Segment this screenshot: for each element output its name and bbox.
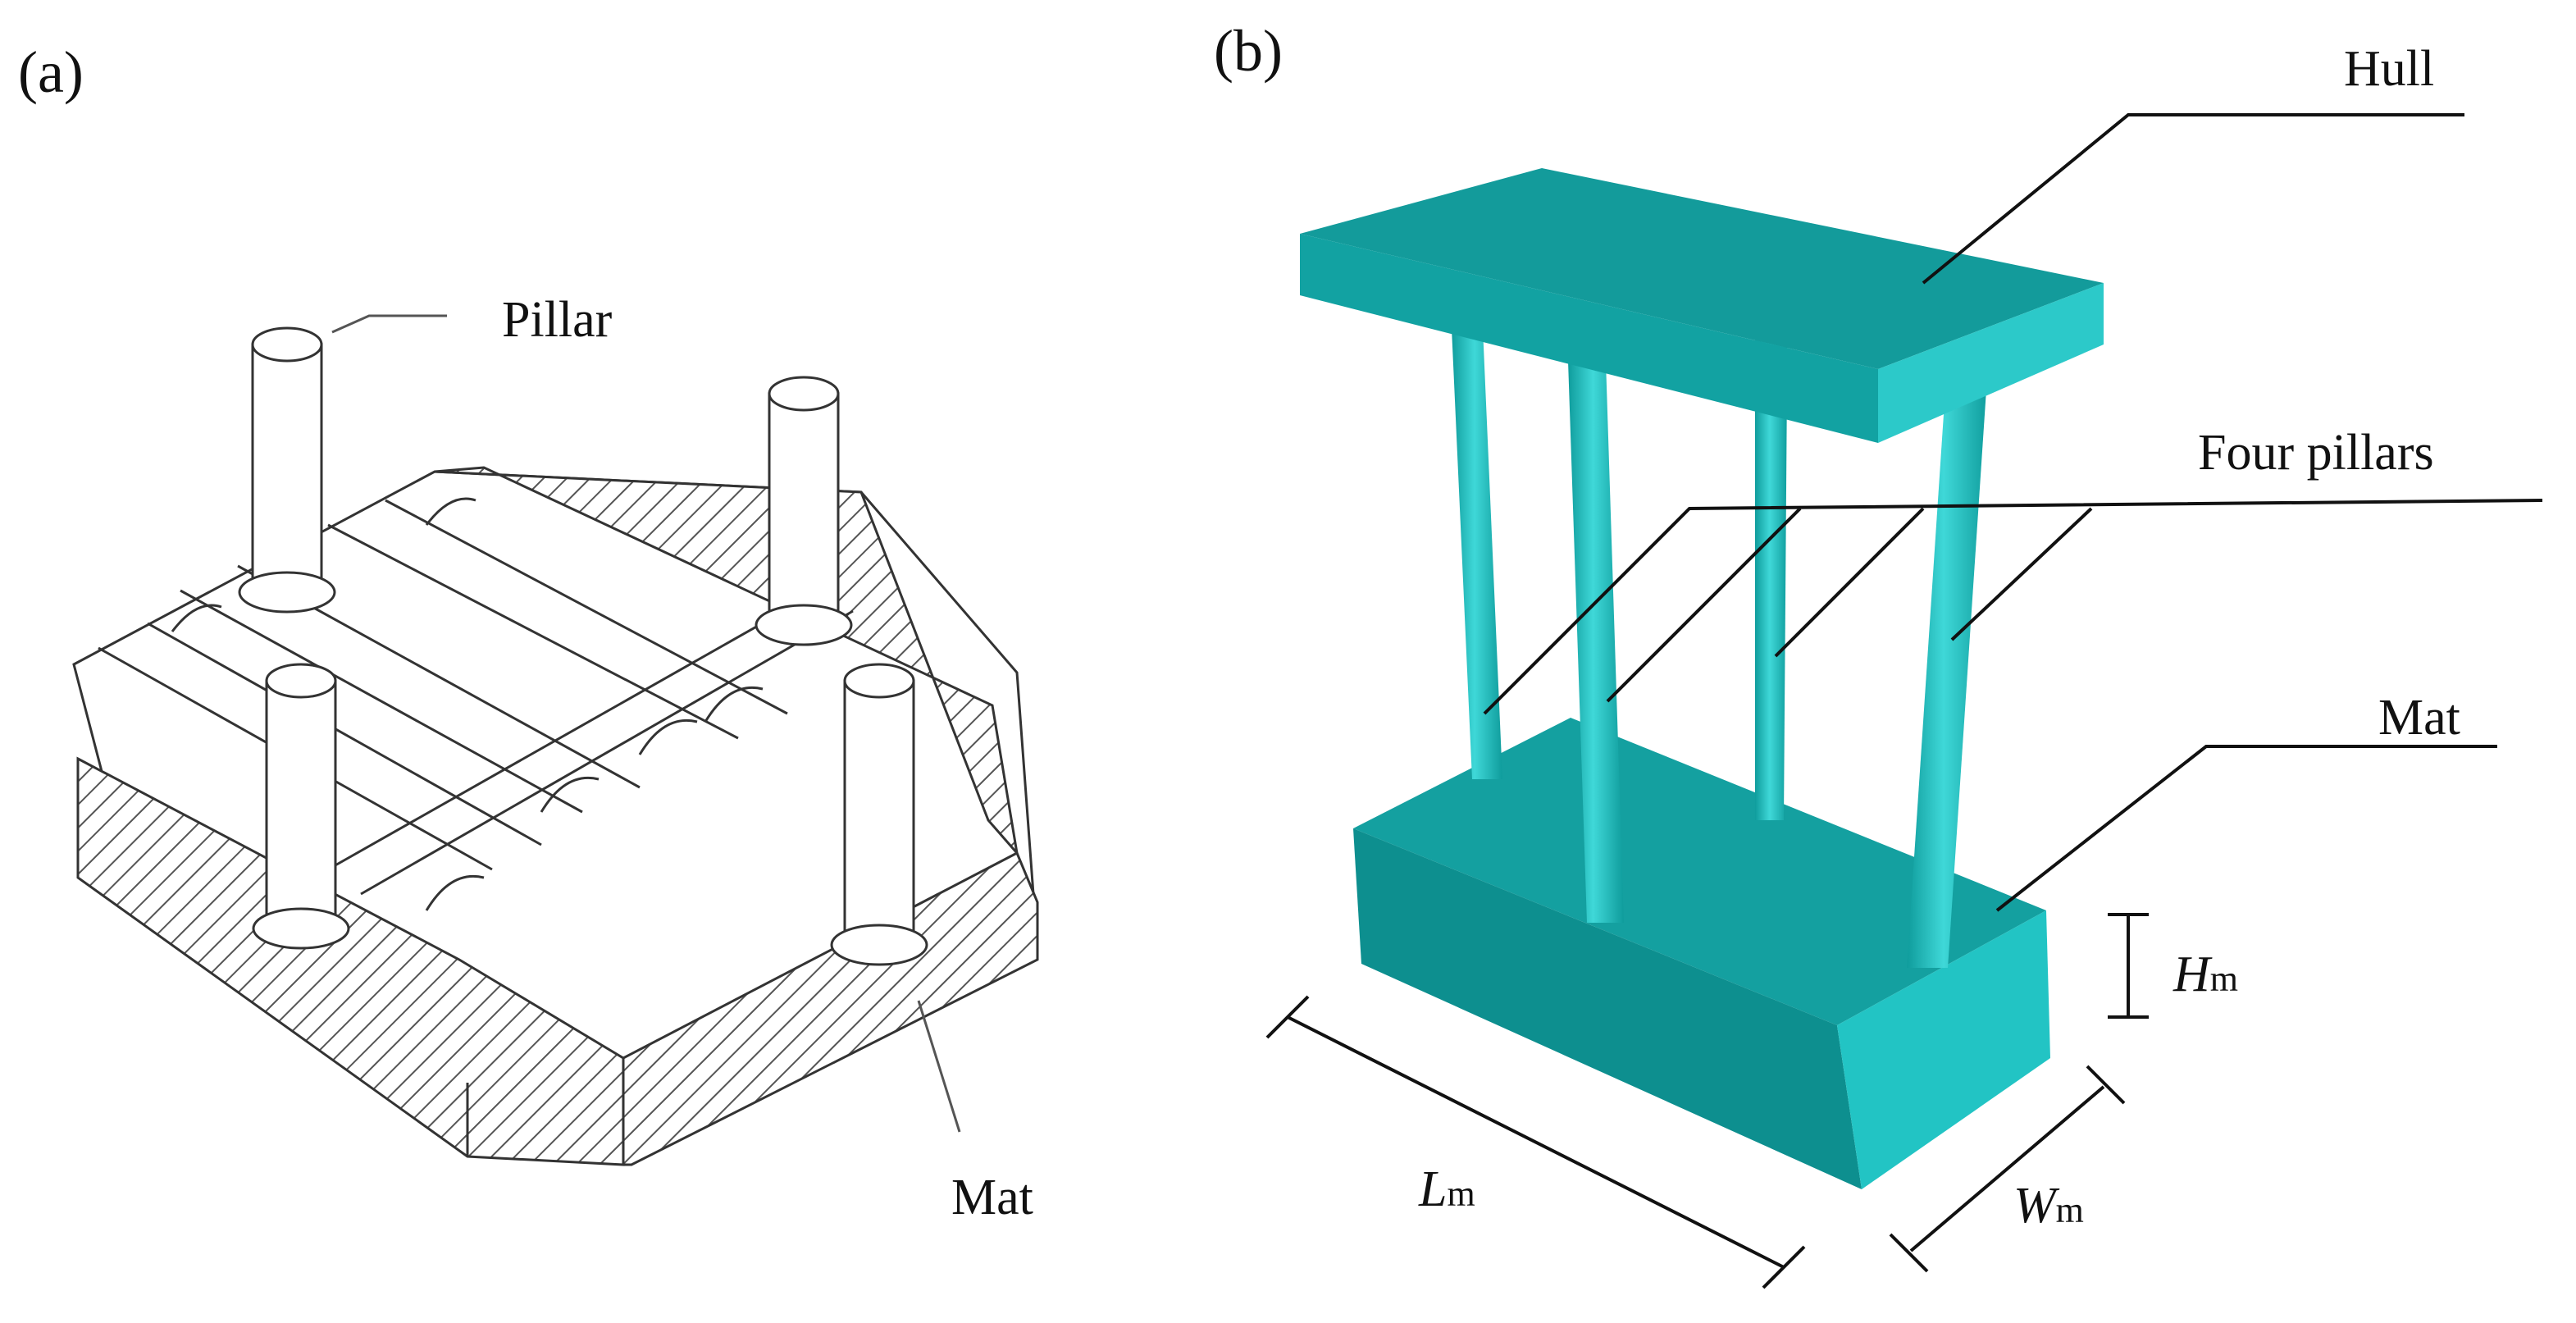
mat-front-face xyxy=(1353,828,1862,1189)
pillars-leader-lines xyxy=(1483,499,2543,715)
panel-a-label: (a) xyxy=(18,39,84,105)
hull-side-face xyxy=(1878,283,2104,443)
hull-leader-line xyxy=(1922,113,2464,285)
mat-arcs xyxy=(171,497,764,911)
panel-a: (a) xyxy=(18,39,1039,1225)
mat-leader-line-a xyxy=(917,1000,961,1133)
pillar-b-1 xyxy=(1452,328,1502,779)
length-label: Lm xyxy=(1418,1161,1475,1217)
mat-callout-b: Mat xyxy=(2378,690,2460,746)
pillars-drawing xyxy=(238,326,928,966)
pillar-front-left xyxy=(252,663,350,950)
pillar-front-right xyxy=(830,663,928,966)
hull-plate xyxy=(1300,168,2104,443)
pillar-leader-line xyxy=(331,314,447,334)
hull-callout: Hull xyxy=(2344,41,2434,97)
pillar-back-left xyxy=(238,326,336,614)
panel-b: (b) Hull Four pillars Mat xyxy=(1214,18,2543,1289)
mat-channel-lines xyxy=(98,499,788,871)
panel-b-label: (b) xyxy=(1214,18,1283,84)
mat-leader-line-b xyxy=(1995,745,2497,912)
height-label: Hm xyxy=(2173,947,2238,1002)
height-dimension xyxy=(2108,913,2149,1019)
mat-cross-beam xyxy=(327,589,854,896)
hull-top-face xyxy=(1300,168,2104,369)
mat-side-face xyxy=(1837,910,2050,1189)
pillar-b-4 xyxy=(1907,353,1989,968)
width-label: Wm xyxy=(2013,1178,2084,1234)
width-dimension xyxy=(1889,1065,2126,1273)
pillars-callout: Four pillars xyxy=(2198,425,2434,481)
mat-back-wall-hatched xyxy=(434,466,1019,857)
pillar-b-2 xyxy=(1568,361,1624,923)
mat-callout-a: Mat xyxy=(951,1170,1033,1225)
pillar-callout: Pillar xyxy=(502,292,613,348)
mat-top-face xyxy=(1353,718,2046,1025)
callout-lines-b xyxy=(1483,113,2543,912)
pillar-back-right xyxy=(755,376,853,646)
mat-front-edge xyxy=(76,759,625,1165)
mat-block xyxy=(1353,718,2050,1189)
hull-front-face xyxy=(1300,234,1878,443)
length-dimension xyxy=(1265,995,1806,1289)
